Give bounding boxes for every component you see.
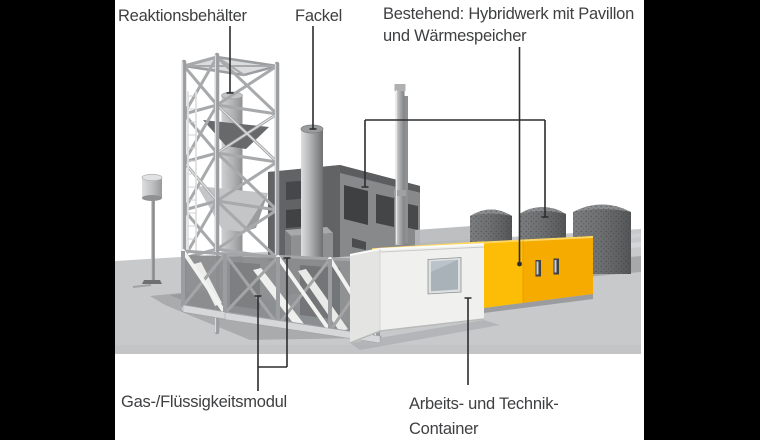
right-letterbox bbox=[644, 0, 760, 440]
slot-window bbox=[535, 260, 541, 277]
label-bestehend-line2: und Wärmespeicher bbox=[383, 26, 527, 45]
label-arbeits-line1: Arbeits- und Technik- bbox=[409, 395, 559, 413]
label-arbeits-container: Arbeits- und Technik- Container bbox=[409, 392, 559, 440]
existing-chimney bbox=[394, 84, 408, 245]
label-bestehend: Bestehend: Hybridwerk mit Pavillon und W… bbox=[383, 4, 634, 47]
label-bestehend-line1: Bestehend: Hybridwerk mit Pavillon bbox=[383, 5, 635, 23]
slot-window bbox=[553, 258, 559, 275]
label-arbeits-line2: Container bbox=[409, 420, 479, 438]
label-reaktionsbehaelter: Reaktionsbehälter bbox=[118, 7, 247, 25]
hybrid-building bbox=[371, 236, 594, 313]
leader-lines bbox=[226, 26, 549, 391]
container-window bbox=[427, 257, 462, 295]
label-gasmodul: Gas-/Flüssigkeitsmodul bbox=[121, 393, 287, 411]
work-container bbox=[349, 243, 485, 344]
tank-left bbox=[470, 209, 512, 250]
tower-ladder bbox=[187, 91, 197, 253]
label-fackel: Fackel bbox=[295, 7, 343, 25]
elevated-small-tank bbox=[141, 173, 163, 284]
left-letterbox bbox=[0, 0, 115, 440]
